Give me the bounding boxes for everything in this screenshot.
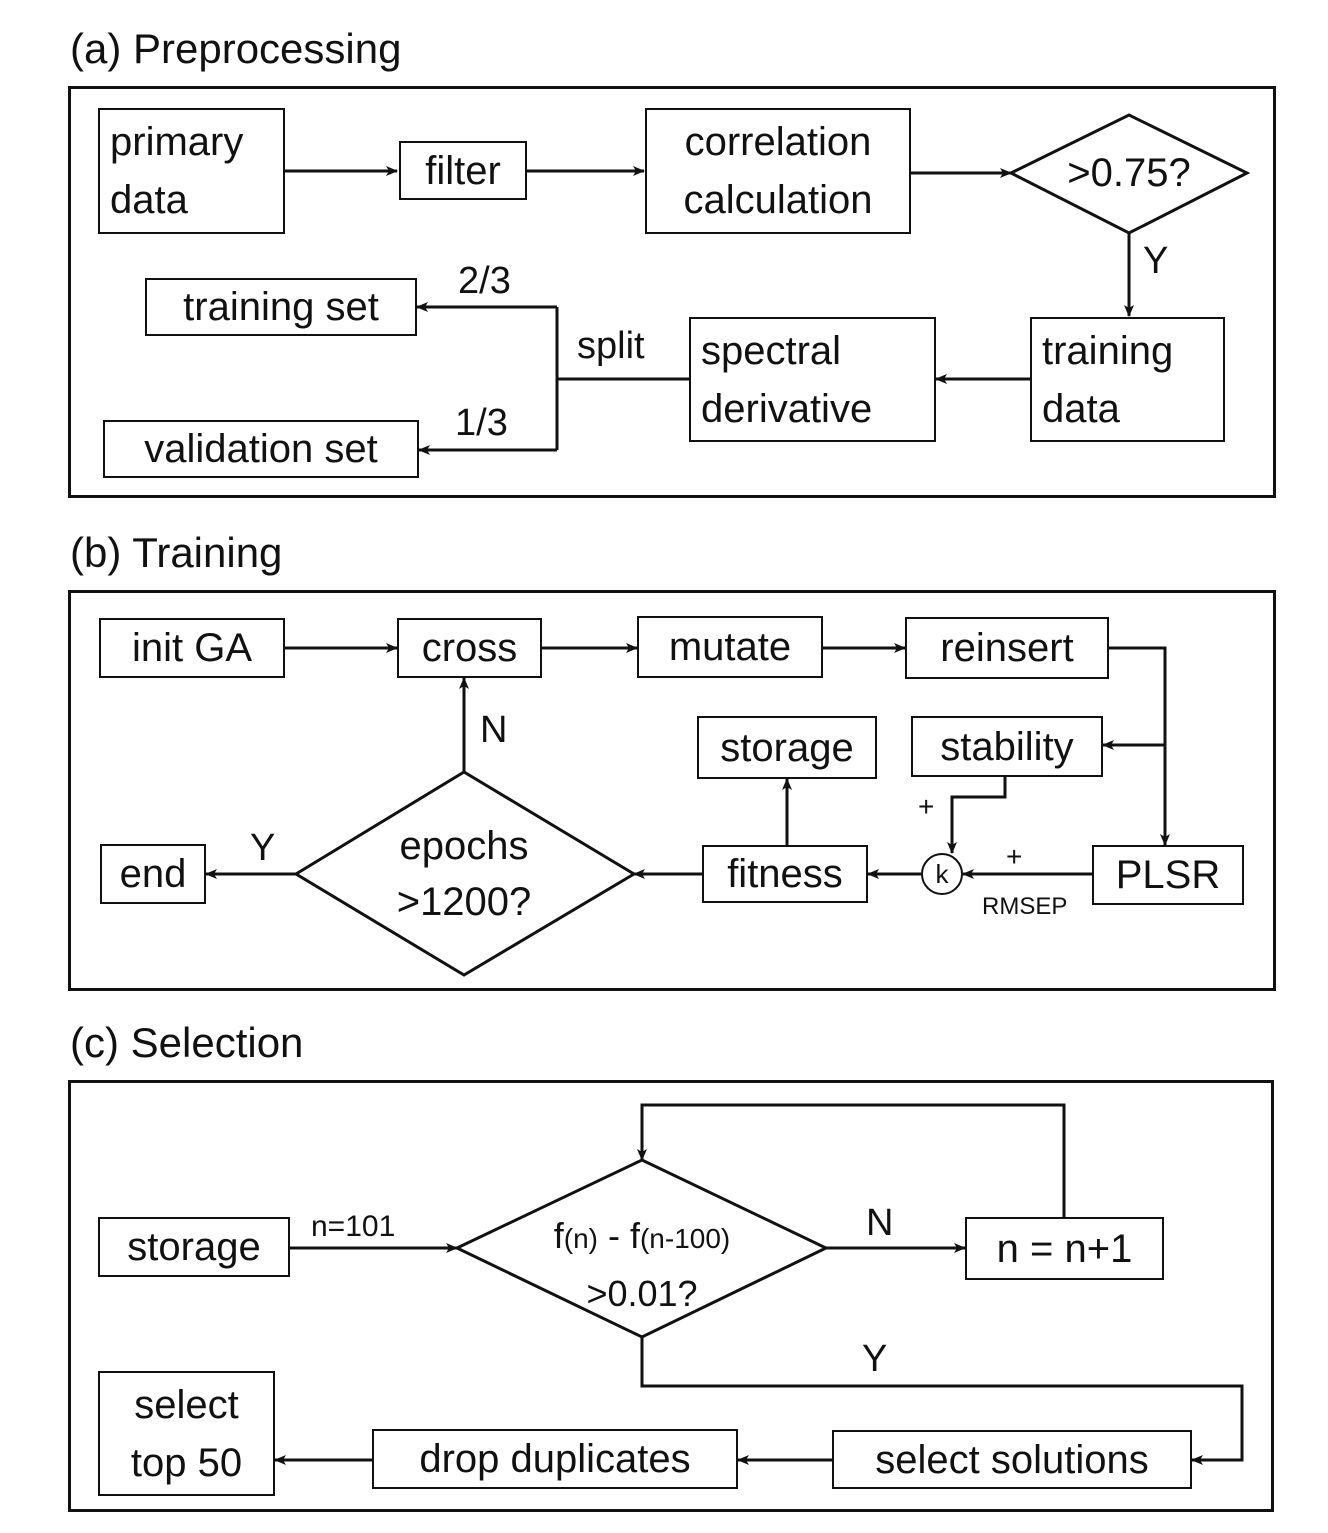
- k-summing-junction: k: [921, 853, 963, 895]
- drop-duplicates-box: drop duplicates: [372, 1429, 738, 1489]
- validation-set-box: validation set: [103, 420, 419, 478]
- convergence-decision: f(n) - f(n-100) >0.01?: [512, 1207, 772, 1322]
- section-b-title: (b) Training: [70, 529, 283, 576]
- yes-label-b: Y: [250, 827, 276, 869]
- n-initial-label: n=101: [311, 1210, 396, 1243]
- rmsep-label: RMSEP: [982, 893, 1068, 920]
- fitness-box: fitness: [702, 845, 868, 903]
- stability-box: stability: [911, 716, 1103, 777]
- storage-box-c: storage: [98, 1217, 290, 1277]
- plus-rmsep-label: +: [1006, 841, 1023, 872]
- two-thirds-label: 2/3: [458, 260, 511, 302]
- mutate-box: mutate: [637, 616, 823, 678]
- select-top-50-box: select top 50: [98, 1371, 275, 1496]
- section-b-panel: [68, 590, 1276, 991]
- filter-box: filter: [399, 141, 527, 200]
- correlation-calculation-box: correlation calculation: [645, 108, 911, 234]
- split-label: split: [577, 325, 645, 367]
- one-third-label: 1/3: [455, 402, 508, 444]
- reinsert-box: reinsert: [905, 617, 1109, 679]
- epochs-decision: epochs >1200?: [396, 824, 532, 924]
- select-solutions-box: select solutions: [832, 1430, 1192, 1489]
- section-c-panel: [68, 1080, 1274, 1512]
- training-set-box: training set: [145, 278, 417, 336]
- storage-box-b: storage: [697, 716, 877, 779]
- init-ga-box: init GA: [99, 618, 285, 678]
- convergence-line-1: f(n) - f(n-100): [553, 1215, 731, 1256]
- no-label-c: N: [866, 1202, 894, 1244]
- training-data-box: training data: [1030, 317, 1225, 442]
- cross-box: cross: [397, 618, 542, 678]
- plsr-box: PLSR: [1092, 845, 1244, 905]
- yes-label-c: Y: [862, 1338, 888, 1380]
- no-label-b: N: [480, 709, 508, 751]
- end-box: end: [100, 844, 206, 904]
- plus-stability-label: +: [918, 791, 935, 822]
- increment-box: n = n+1: [965, 1217, 1164, 1280]
- section-c-title: (c) Selection: [70, 1019, 304, 1066]
- spectral-derivative-box: spectral derivative: [689, 317, 936, 442]
- threshold-decision: >0.75?: [1067, 151, 1191, 195]
- primary-data-box: primary data: [98, 108, 285, 234]
- yes-label-a: Y: [1143, 240, 1169, 282]
- convergence-line-2: >0.01?: [586, 1272, 698, 1314]
- section-a-panel: [68, 86, 1276, 498]
- section-a-title: (a) Preprocessing: [70, 25, 402, 72]
